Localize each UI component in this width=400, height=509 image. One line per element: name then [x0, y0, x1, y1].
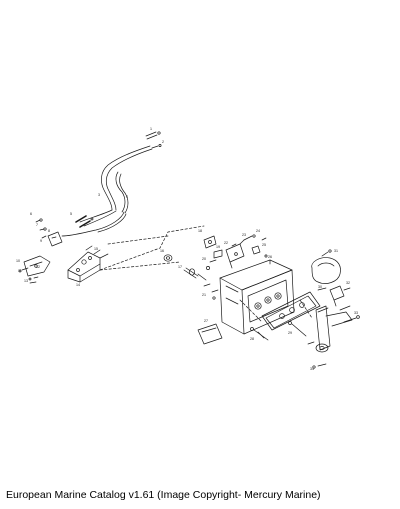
cable-anchor-bracket [67, 245, 109, 283]
left-bracket-group [18, 218, 63, 284]
svg-text:8: 8 [48, 229, 50, 233]
svg-text:3: 3 [98, 193, 100, 197]
svg-text:25: 25 [262, 243, 266, 247]
svg-text:1: 1 [150, 127, 152, 131]
svg-text:20: 20 [202, 257, 206, 261]
control-box-housing [219, 259, 295, 335]
svg-text:29: 29 [288, 331, 292, 335]
svg-text:24: 24 [256, 229, 260, 233]
svg-text:18: 18 [198, 229, 202, 233]
svg-text:22: 22 [224, 241, 228, 245]
svg-text:30: 30 [318, 285, 322, 289]
dashed-leader-lines [99, 225, 313, 323]
svg-text:15: 15 [94, 247, 98, 251]
control-cables [61, 131, 162, 237]
svg-text:17: 17 [178, 265, 182, 269]
svg-text:5: 5 [70, 212, 72, 216]
svg-text:23: 23 [242, 233, 246, 237]
svg-text:9: 9 [40, 239, 42, 243]
key-switch-assembly [311, 249, 351, 307]
svg-text:11: 11 [18, 269, 22, 273]
svg-text:21: 21 [202, 293, 206, 297]
cover-plate [197, 323, 223, 345]
image-caption: European Marine Catalog v1.61 (Image Cop… [6, 489, 321, 501]
svg-text:33: 33 [354, 311, 358, 315]
svg-text:34: 34 [310, 367, 314, 371]
svg-text:6: 6 [30, 212, 32, 216]
mounting-screws [250, 321, 307, 341]
part-callout-numbers: 1 2 3 4 5 6 7 8 9 10 11 12 13 14 15 16 1… [16, 127, 358, 371]
svg-text:14: 14 [76, 283, 80, 287]
trim-lever-assembly [307, 305, 360, 369]
switch-faceplate [261, 287, 327, 331]
svg-text:16: 16 [160, 249, 164, 253]
svg-text:19: 19 [216, 245, 220, 249]
svg-text:26: 26 [268, 255, 272, 259]
svg-text:7: 7 [36, 223, 38, 227]
svg-text:10: 10 [16, 259, 20, 263]
svg-text:28: 28 [250, 337, 254, 341]
svg-text:31: 31 [334, 249, 338, 253]
svg-text:13: 13 [24, 279, 28, 283]
svg-text:27: 27 [204, 319, 208, 323]
svg-text:2: 2 [162, 140, 164, 144]
middle-fittings [163, 234, 268, 300]
svg-text:12: 12 [36, 265, 40, 269]
svg-text:4: 4 [126, 195, 128, 199]
svg-text:32: 32 [346, 281, 350, 285]
